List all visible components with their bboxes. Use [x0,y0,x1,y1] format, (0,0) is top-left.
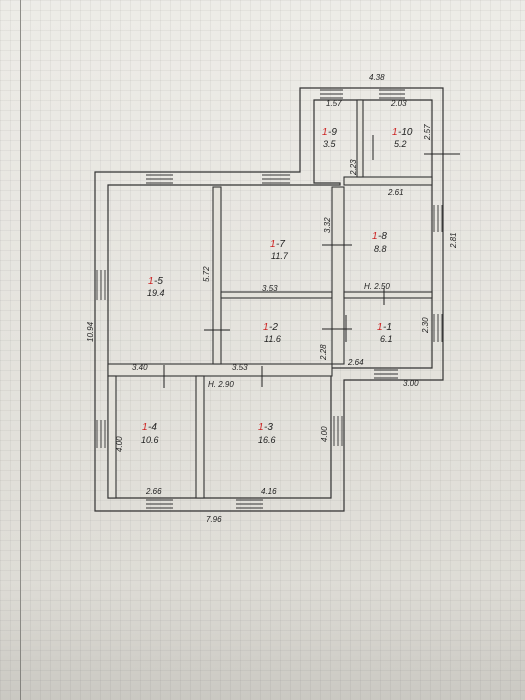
inner-wall-outline [107,99,433,499]
window-north-2 [262,174,290,184]
dim-2-03: 2.03 [390,99,407,108]
window-south-2 [236,499,263,509]
dim-2-57: 2.57 [423,124,432,141]
room-10-prefix: 1 [392,127,398,138]
dim-top-width: 4.38 [369,73,385,82]
dim-2-23: 2.23 [349,159,358,176]
window-north-annex-1 [320,89,343,99]
dim-h-2-50: H. 2.50 [364,282,390,291]
partition-west-lower [107,375,117,499]
paper-shadow [0,580,525,700]
room-7-area: 11.7 [271,251,289,261]
window-north-annex-2 [379,89,405,99]
room-3-prefix: 1 [258,422,264,433]
room-9-area: 3.5 [323,139,337,149]
room-8-area: 8.8 [374,244,387,254]
window-east-1 [433,205,443,232]
dim-h-2-90: H. 2.90 [208,380,234,389]
window-west [96,270,106,300]
room-10-code: -10 [398,127,413,138]
dim-2-64: 2.64 [347,358,364,367]
dim-3-53-upper: 3.53 [262,284,278,293]
dim-left-height: 10.94 [86,321,95,342]
room-4-prefix: 1 [142,422,148,433]
dim-4-00-right: 4.00 [320,426,329,442]
room-4-code: -4 [148,422,157,433]
room-2-prefix: 1 [263,322,269,333]
margin-line [20,0,21,700]
dim-2-81: 2.81 [449,232,458,249]
dim-bottom-width: 7.96 [206,515,222,524]
dim-4-00-left: 4.00 [115,436,124,452]
dim-1-57: 1.57 [326,99,342,108]
dim-3-32: 3.32 [323,217,332,233]
partition-annex-vertical [356,99,364,178]
doors [163,135,460,388]
room-labels: 1 -5 19.4 1 -7 11.7 1 -8 8.8 1 -2 11.6 1… [141,127,413,445]
room-7-prefix: 1 [270,239,276,250]
outer-walls [94,87,444,512]
dimension-labels: 4.38 1.57 2.03 2.57 2.23 2.61 3.32 2.81 … [86,73,458,524]
dim-4-16: 4.16 [261,487,277,496]
room-2-area: 11.6 [264,334,281,344]
room-10-area: 5.2 [394,139,407,149]
window-south-1 [146,499,173,509]
dim-2-61: 2.61 [387,188,404,197]
room-7-code: -7 [276,239,285,250]
room-1-code: -1 [383,322,392,333]
window-north-1 [146,174,173,184]
window-south-annex [374,369,398,379]
room-9-code: -9 [328,127,337,138]
partition-vertical-mid [212,186,222,365]
window-east-2 [433,314,443,342]
room-8-prefix: 1 [372,231,378,242]
dim-2-28: 2.28 [319,344,328,361]
outer-wall-outline [94,87,444,512]
room-5-area: 19.4 [147,288,165,298]
room-2-code: -2 [269,322,278,333]
room-3-area: 16.6 [258,435,276,445]
room-8-code: -8 [378,231,387,242]
room-5-code: -5 [154,276,163,287]
room-5-prefix: 1 [148,276,154,287]
dim-3-40: 3.40 [132,363,148,372]
partition-annex-mid [343,291,433,299]
windows [96,89,443,509]
dim-2-66: 2.66 [145,487,162,496]
window-west-lower [96,420,106,448]
room-1-prefix: 1 [377,322,383,333]
dim-5-72: 5.72 [202,266,211,282]
partition-north-annex [343,176,433,186]
room-9-prefix: 1 [322,127,328,138]
dim-2-30: 2.30 [421,317,430,334]
dim-3-53-lower: 3.53 [232,363,248,372]
room-4-area: 10.6 [141,435,159,445]
room-3-code: -3 [264,422,273,433]
dim-3-00: 3.00 [403,379,419,388]
window-east-lower [333,416,343,446]
room-1-area: 6.1 [380,334,393,344]
partition-lower-vertical [195,375,205,499]
partition-east-vertical [331,186,345,365]
